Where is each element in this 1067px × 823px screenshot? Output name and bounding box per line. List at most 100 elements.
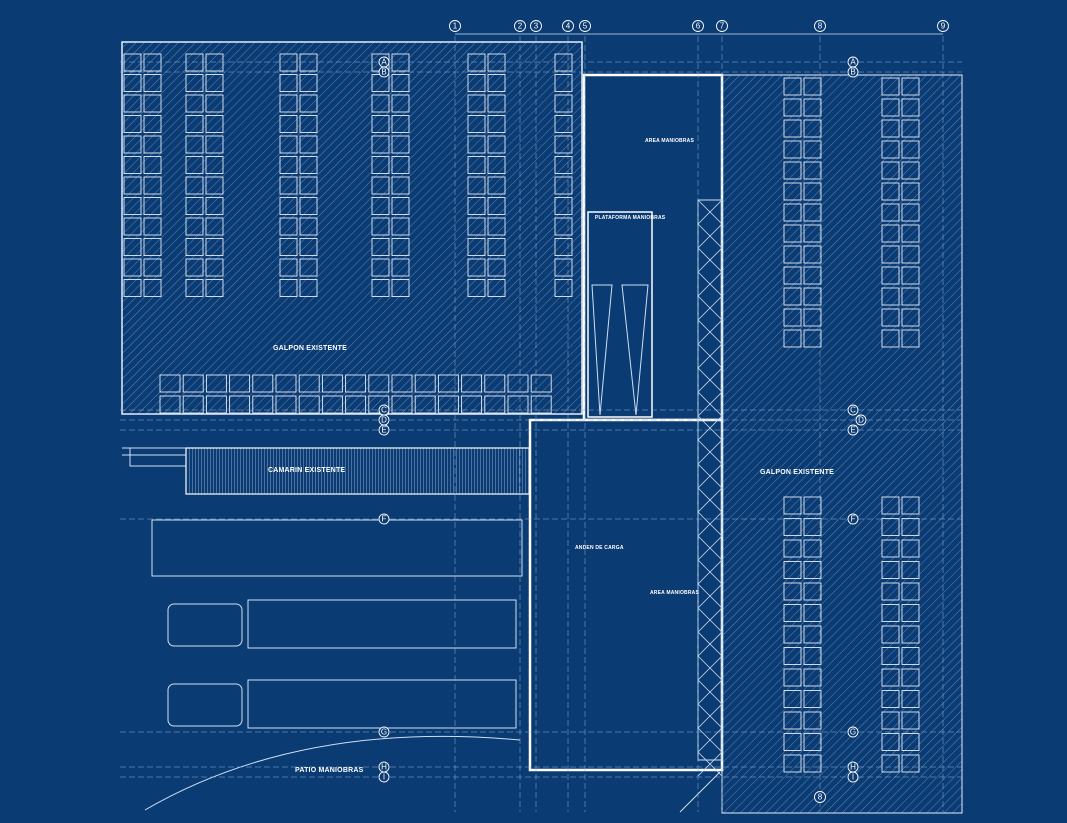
rack-cell [783,690,802,708]
rack-cell [299,279,318,297]
grid-row-label: C [381,406,387,415]
grid-row-label: H [381,763,387,772]
rack-cell [299,135,318,154]
rack-cell [123,279,142,297]
truss-brace [697,295,723,321]
grid-row-label: B [850,68,855,77]
rack-cell [391,374,413,393]
truck-trailer-2 [247,599,517,649]
truss-brace [697,367,723,393]
rack-cell [205,395,227,414]
rack-cell [881,287,900,306]
rack-cell [391,395,413,414]
rack-cell [123,74,142,92]
rack-cell [881,161,900,180]
rack-cell [554,156,573,174]
rack-cell [437,395,459,414]
rack-cell [803,287,822,306]
rack-cell [467,135,486,154]
rack-cell [803,203,822,222]
rack-cell [123,258,142,277]
rack-cell [299,197,318,215]
rack-cell [554,74,573,92]
rack-cell [901,582,920,601]
rack-cell [901,245,920,264]
truss-brace [697,511,723,537]
rack-cell [123,135,142,154]
rack-cell [783,224,802,243]
rack-cell [185,279,204,297]
rack-cell [467,279,486,297]
rack-cell [901,539,920,558]
rack-cell [391,115,410,133]
rack-cell [391,156,410,174]
rack-cell [279,53,298,72]
rack-cell [881,754,900,773]
rack-cell [881,224,900,243]
rack-cell [205,94,224,113]
camarin-stair [122,447,186,467]
truss-brace [697,199,723,225]
rack-cell [881,77,900,96]
rack-cell [803,754,822,773]
rack-cell [487,115,506,133]
rack-cell [205,279,224,297]
rack-cell [487,135,506,154]
rack-cell [371,217,390,236]
rack-cell [901,224,920,243]
rack-cell [205,176,224,195]
rack-cell [467,258,486,277]
grid-row-label: G [850,728,856,737]
rack-cell [554,135,573,154]
rack-cell [279,115,298,133]
rack-cell [298,374,320,393]
grid-col-label: 3 [534,22,539,31]
rack-cell [299,115,318,133]
rack-cell [554,217,573,236]
rack-cell [391,217,410,236]
rack-cell [437,374,459,393]
rack-cell [881,561,900,579]
grid-col-bubble [716,20,728,32]
rack-cell [205,53,224,72]
rack-cell [901,647,920,665]
rack-cell [881,308,900,327]
rack-cell [299,176,318,195]
rack-cell [901,308,920,327]
label-patio: PATIO MANIOBRAS [295,767,364,774]
rack-cell [554,258,573,277]
rack-cell [205,74,224,92]
truss-brace [697,463,723,489]
rack-cell [901,161,920,180]
truss-brace [697,559,723,585]
rack-cell [487,176,506,195]
rack-cell [803,329,822,348]
rack-cell [881,496,900,515]
rack-cell [299,53,318,72]
rack-cell [901,754,920,773]
rack-cell [299,156,318,174]
rack-cell [143,53,162,72]
rack-cell [371,115,390,133]
rack-cell [783,329,802,348]
truss-brace [697,679,723,705]
rack-cell [783,754,802,773]
rack-cell [371,94,390,113]
rack-cell [123,238,142,256]
grid-col-label: 8 [818,22,823,31]
truss-bracing [697,199,723,777]
rack-cell [391,279,410,297]
grid-row-bubble [378,424,390,436]
rack-cell [881,119,900,138]
grid-row-label: G [381,728,387,737]
rack-cell [554,176,573,195]
rack-cell [368,374,390,393]
rack-cell [182,395,204,414]
rack-cell [391,176,410,195]
rack-cell [803,733,822,751]
rack-cell [881,690,900,708]
grid-col-bubble [937,20,949,32]
truss-brace [697,247,723,273]
rack-cell [901,668,920,687]
grid-row-bubble [378,513,390,525]
